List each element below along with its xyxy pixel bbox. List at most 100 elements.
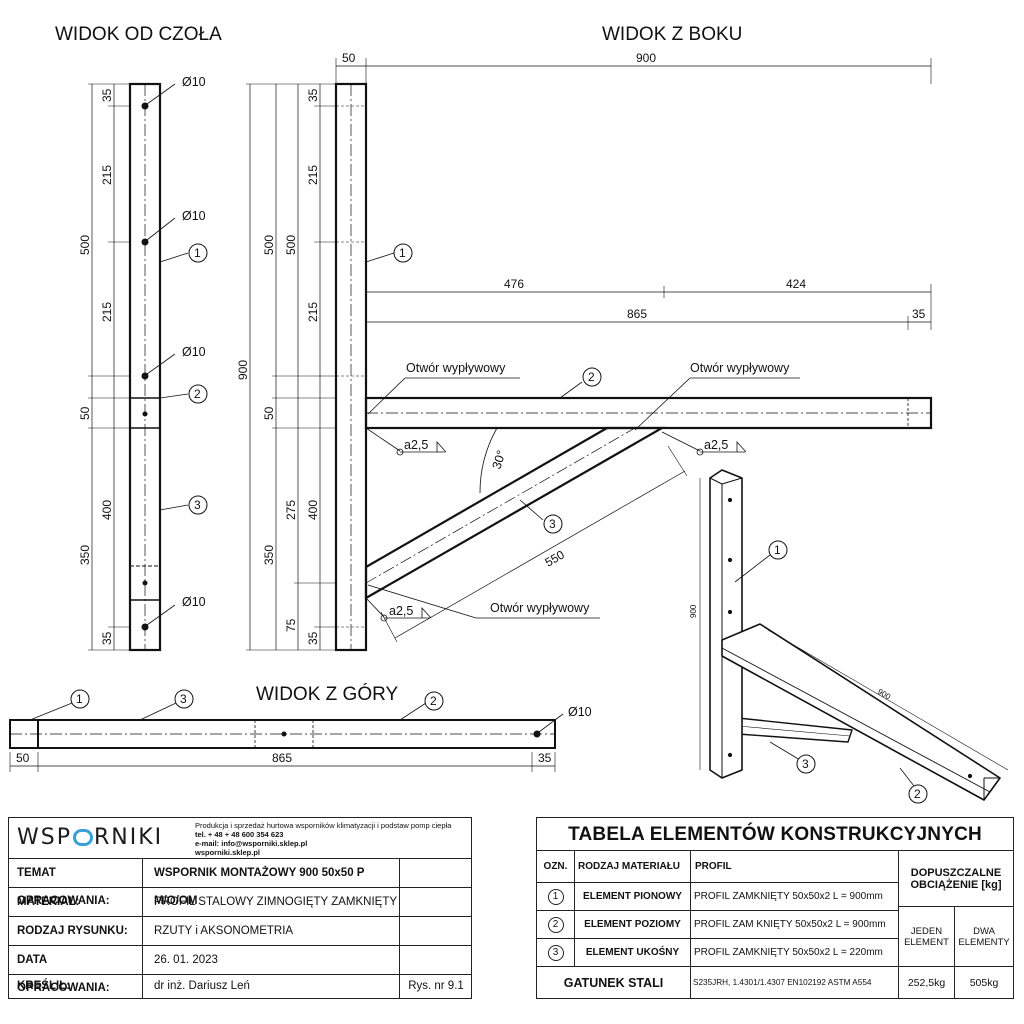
front-dim-50: 50 <box>78 406 92 420</box>
side-labels: Otwór wypływowy Otwór wypływowy Otwór wy… <box>389 361 790 618</box>
top-dim-35: 35 <box>538 751 552 765</box>
title-row-date-key: DATA OPRACOWANIA: <box>9 946 143 994</box>
title-row-drawing-type-key: RODZAJ RYSUNKU: <box>9 917 143 945</box>
front-hole-labels: Ø10 Ø10 Ø10 Ø10 <box>182 75 206 609</box>
logo-text-right: RNIKI <box>93 825 164 850</box>
side-dim-500-b: 500 <box>262 235 276 255</box>
side-dim-35-bottom: 35 <box>306 631 320 645</box>
title-row-author: KREŚLIŁ: dr inż. Dariusz Leń Rys. nr 9.1 <box>9 975 471 998</box>
company-website: wsporniki.sklep.pl <box>195 848 261 857</box>
side-dim-50-left: 50 <box>262 406 276 420</box>
side-view-title: WIDOK Z BOKU <box>602 24 742 45</box>
front-callouts <box>188 243 208 515</box>
front-dim-35-bottom: 35 <box>100 631 114 645</box>
front-dim-215-a: 215 <box>100 165 114 185</box>
side-dim-900-left: 900 <box>236 360 250 380</box>
title-row-author-extra: Rys. nr 9.1 <box>408 980 464 992</box>
weld-label-2: a2,5 <box>704 438 728 452</box>
title-row-material: MATERIAŁ: PROFIL STALOWY ZIMNOGIĘTY ZAMK… <box>9 888 471 917</box>
axono-vertical-post <box>709 469 743 779</box>
header-load-two: DWA ELEMENTY <box>955 907 1013 967</box>
side-dim-350: 350 <box>262 545 276 565</box>
logo-ring-icon <box>72 829 93 846</box>
row-2-ozn-circle: 2 <box>547 916 564 933</box>
header-load: DOPUSZCZALNE OBCIĄŻENIE [kg] <box>899 851 1013 907</box>
side-dim-215-a: 215 <box>306 165 320 185</box>
weld-label-1: a2,5 <box>404 438 428 452</box>
top-dim-865: 865 <box>272 751 292 765</box>
title-row-author-value: dr inż. Dariusz Leń <box>144 975 400 998</box>
company-phone: tel. + 48 + 48 600 354 623 <box>195 830 284 839</box>
angle-label: 30° <box>490 449 509 471</box>
axono-callout-3: 3 <box>802 757 809 771</box>
front-callout-3: 3 <box>194 498 201 512</box>
header-ozn: OZN. <box>537 851 575 883</box>
front-callout-1: 1 <box>194 246 201 260</box>
steel-grade-label: GATUNEK STALI <box>537 967 691 998</box>
title-row-date-extra <box>401 946 471 974</box>
side-dim-275: 275 <box>284 500 298 520</box>
side-dim-400: 400 <box>306 500 320 520</box>
side-callout-3: 3 <box>549 517 556 531</box>
top-callouts <box>70 689 444 711</box>
side-dim-35-top: 35 <box>306 88 320 102</box>
outlet-label-1: Otwór wypływowy <box>406 361 506 375</box>
side-diagonal-profile <box>364 426 667 600</box>
title-row-drawing-type-value: RZUTY i AKSONOMETRIA <box>144 917 400 945</box>
axono-horizontal-arm <box>721 623 1001 801</box>
title-row-author-key: KREŚLIŁ: <box>9 975 143 998</box>
axono-callouts <box>768 540 928 804</box>
top-callout-2: 2 <box>430 694 437 708</box>
title-row-material-key: MATERIAŁ: <box>9 888 143 916</box>
row-1-ozn: 1 <box>537 883 575 911</box>
front-hole-4 <box>141 623 149 631</box>
title-row-topic: TEMAT OPRACOWANIA: WSPORNIK MONTAŻOWY 90… <box>9 859 471 907</box>
steel-grade-value: S235JRH, 1.4301/1.4307 EN102192 ASTM A55… <box>691 967 899 998</box>
side-view <box>246 58 933 652</box>
side-callout-2: 2 <box>588 370 595 384</box>
row-3-ozn: 3 <box>537 939 575 967</box>
side-dim-35: 35 <box>912 307 926 321</box>
front-hole-3 <box>141 372 149 380</box>
row-3-material: ELEMENT UKOŚNY <box>575 939 691 967</box>
title-row-topic-value: WSPORNIK MONTAŻOWY 900 50x50 P M/O/OM <box>144 859 400 907</box>
steel-load-one: 252,5kg <box>899 967 955 998</box>
front-dimension-texts: 35 215 500 215 50 400 350 35 <box>78 88 114 645</box>
side-dim-424: 424 <box>786 277 806 291</box>
title-row-material-value: PROFIL STALOWY ZIMNOGIĘTY ZAMKNIĘTY <box>144 888 400 916</box>
header-load-one: JEDEN ELEMENT <box>899 907 955 967</box>
title-row-topic-key: TEMAT OPRACOWANIA: <box>9 859 143 907</box>
axono-callout-2: 2 <box>914 787 921 801</box>
company-info-line-1: Produkcja i sprzedaż hurtowa wsporników … <box>195 821 452 830</box>
title-row-drawing-type: RODZAJ RYSUNKU: RZUTY i AKSONOMETRIA <box>9 917 471 946</box>
front-hole-label-4: Ø10 <box>182 595 206 609</box>
side-dim-75: 75 <box>284 618 298 632</box>
axono-height-dim: 900 <box>689 604 698 618</box>
company-info: Produkcja i sprzedaż hurtowa wsporników … <box>195 821 467 857</box>
side-dim-50-top: 50 <box>342 51 356 65</box>
front-dim-350: 350 <box>78 545 92 565</box>
front-hole-label-1: Ø10 <box>182 75 206 89</box>
front-hole-2 <box>141 238 149 246</box>
top-view-title: WIDOK Z GÓRY <box>256 683 398 705</box>
row-2-profil: PROFIL ZAM KNIĘTY 50x50x2 L = 900mm <box>691 911 899 939</box>
front-hole-label-2: Ø10 <box>182 209 206 223</box>
front-callout-2: 2 <box>194 387 201 401</box>
front-dim-35-top: 35 <box>100 88 114 102</box>
front-hole-label-3: Ø10 <box>182 345 206 359</box>
title-row-date-value: 26. 01. 2023 <box>144 946 400 974</box>
steel-load-two: 505kg <box>969 976 999 989</box>
side-callout-1: 1 <box>399 246 406 260</box>
outlet-label-2: Otwór wypływowy <box>690 361 790 375</box>
company-email: e-mail: info@wsporniki.sklep.pl <box>195 839 308 848</box>
title-row-drawing-type-extra <box>401 917 471 945</box>
side-dim-865: 865 <box>627 307 647 321</box>
side-dim-476: 476 <box>504 277 524 291</box>
side-dim-900-top: 900 <box>636 51 656 65</box>
header-material: RODZAJ MATERIAŁU <box>575 851 691 883</box>
side-dim-215-b: 215 <box>306 302 320 322</box>
side-dim-500-a: 500 <box>284 235 298 255</box>
